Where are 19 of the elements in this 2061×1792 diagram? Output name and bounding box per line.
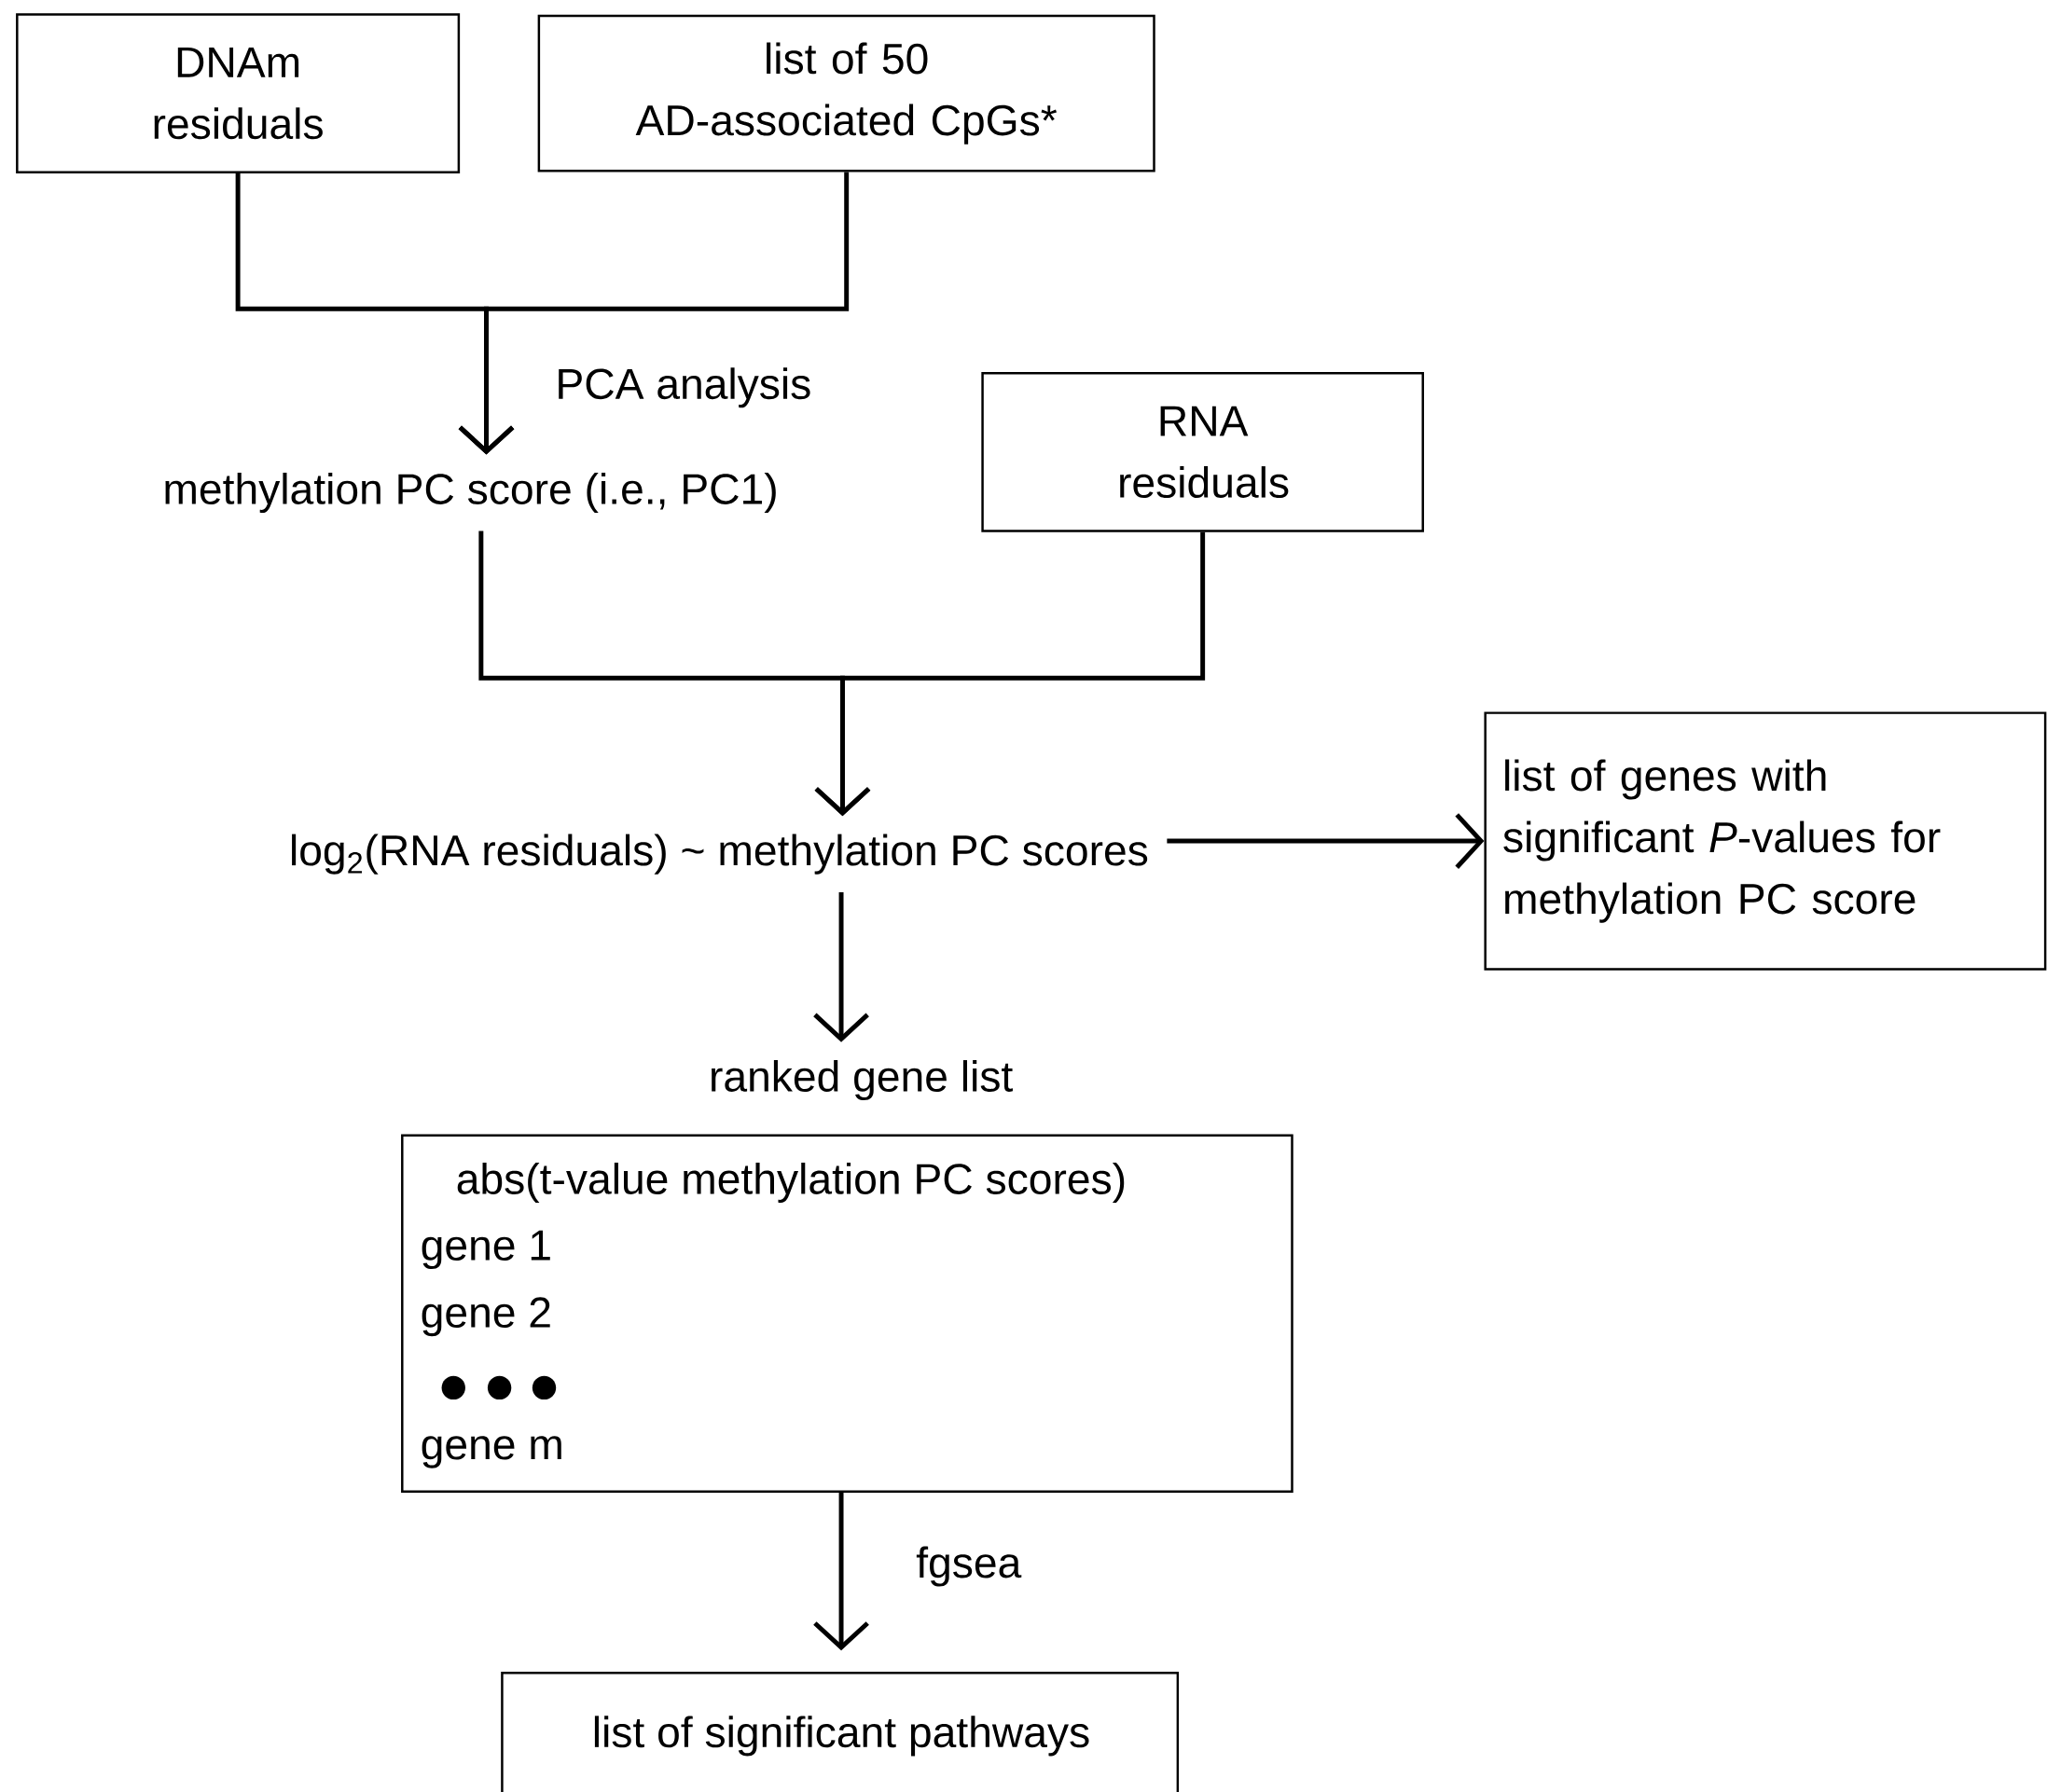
arrow <box>813 891 869 1042</box>
arrow <box>1167 812 1485 869</box>
arrow <box>814 531 1206 816</box>
arrow <box>458 172 850 455</box>
list-entry: abs(t-value methylation PC scores) <box>457 1162 1125 1203</box>
edge-label: fgsea <box>916 1546 1022 1587</box>
list-entry: gene m <box>422 1436 561 1468</box>
process-box: DNAm residuals <box>16 13 461 173</box>
process-box: RNA residuals <box>981 371 1424 532</box>
process-box: list of 50 AD-associated CpGs* <box>537 14 1155 172</box>
process-box: list of significant pathways <box>501 1671 1180 1792</box>
step-text: methylation PC score (i.e., PC1) <box>165 472 776 513</box>
process-box: list of genes with significant P-values for methylation PC score <box>1484 711 2047 971</box>
list-heading: ranked gene list <box>712 1059 1013 1100</box>
step-text: log$_{2}$(RNA residuals) ~ methylation PC scores <box>292 834 1148 875</box>
list-entry: gene 1 <box>422 1230 550 1269</box>
list-entry: gene 2 <box>422 1297 550 1336</box>
arrow <box>813 1492 869 1650</box>
edge-label: PCA analysis <box>559 367 810 408</box>
